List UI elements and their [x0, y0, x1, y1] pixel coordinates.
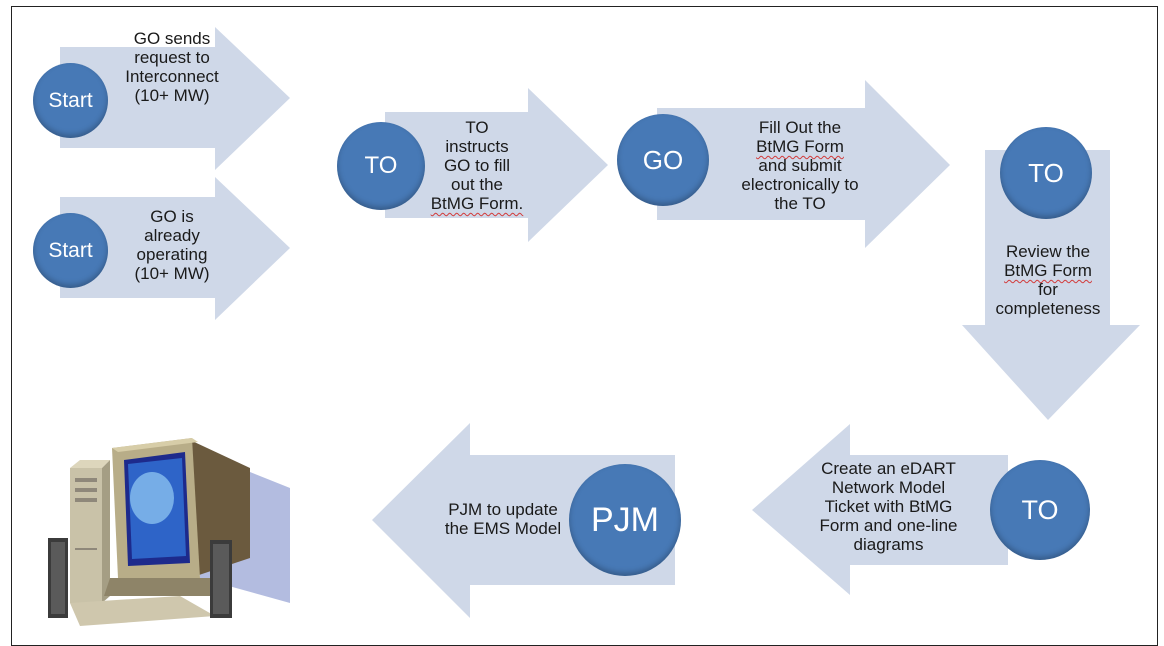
pjm-badge: PJM: [569, 464, 681, 576]
computer-icon: [48, 438, 290, 626]
start-badge-2-label: Start: [48, 238, 93, 262]
start-badge-1: Start: [33, 63, 108, 138]
go-badge-label: GO: [642, 144, 684, 175]
to-badge-instructs: TO: [337, 122, 425, 210]
to-badge-instructs-label: TO: [364, 152, 398, 179]
arrow-to-create: [752, 424, 1008, 595]
arrow-go-fill: [657, 80, 950, 248]
step-to-create-text: Create an eDART Network Model Ticket wit…: [819, 459, 958, 554]
pjm-badge-label: PJM: [591, 500, 659, 539]
step-to-instructs-text: TO instructs GO to fill out the BtMG For…: [430, 118, 524, 213]
to-badge-create-label: TO: [1021, 494, 1059, 525]
step-start1-text: GO sends request to Interconnect (10+ MW…: [125, 29, 219, 105]
arrow-start2: [60, 177, 290, 320]
step-go-fill-text: Fill Out the BtMG Form and submit electr…: [741, 118, 859, 213]
arrow-to-instructs: [385, 88, 608, 242]
to-badge-create: TO: [990, 460, 1090, 560]
start-badge-2: Start: [33, 213, 108, 288]
start-badge-1-label: Start: [48, 88, 93, 112]
to-badge-review: TO: [1000, 127, 1092, 219]
step-pjm-update-text: PJM to update the EMS Model: [444, 500, 562, 538]
to-badge-review-label: TO: [1028, 157, 1064, 188]
step-start2-text: GO is already operating (10+ MW): [134, 207, 210, 283]
step-to-review-text: Review the BtMG Form for completeness: [995, 242, 1101, 318]
arrow-start1: [60, 27, 290, 170]
arrow-to-review: [962, 150, 1140, 420]
go-badge: GO: [617, 114, 709, 206]
